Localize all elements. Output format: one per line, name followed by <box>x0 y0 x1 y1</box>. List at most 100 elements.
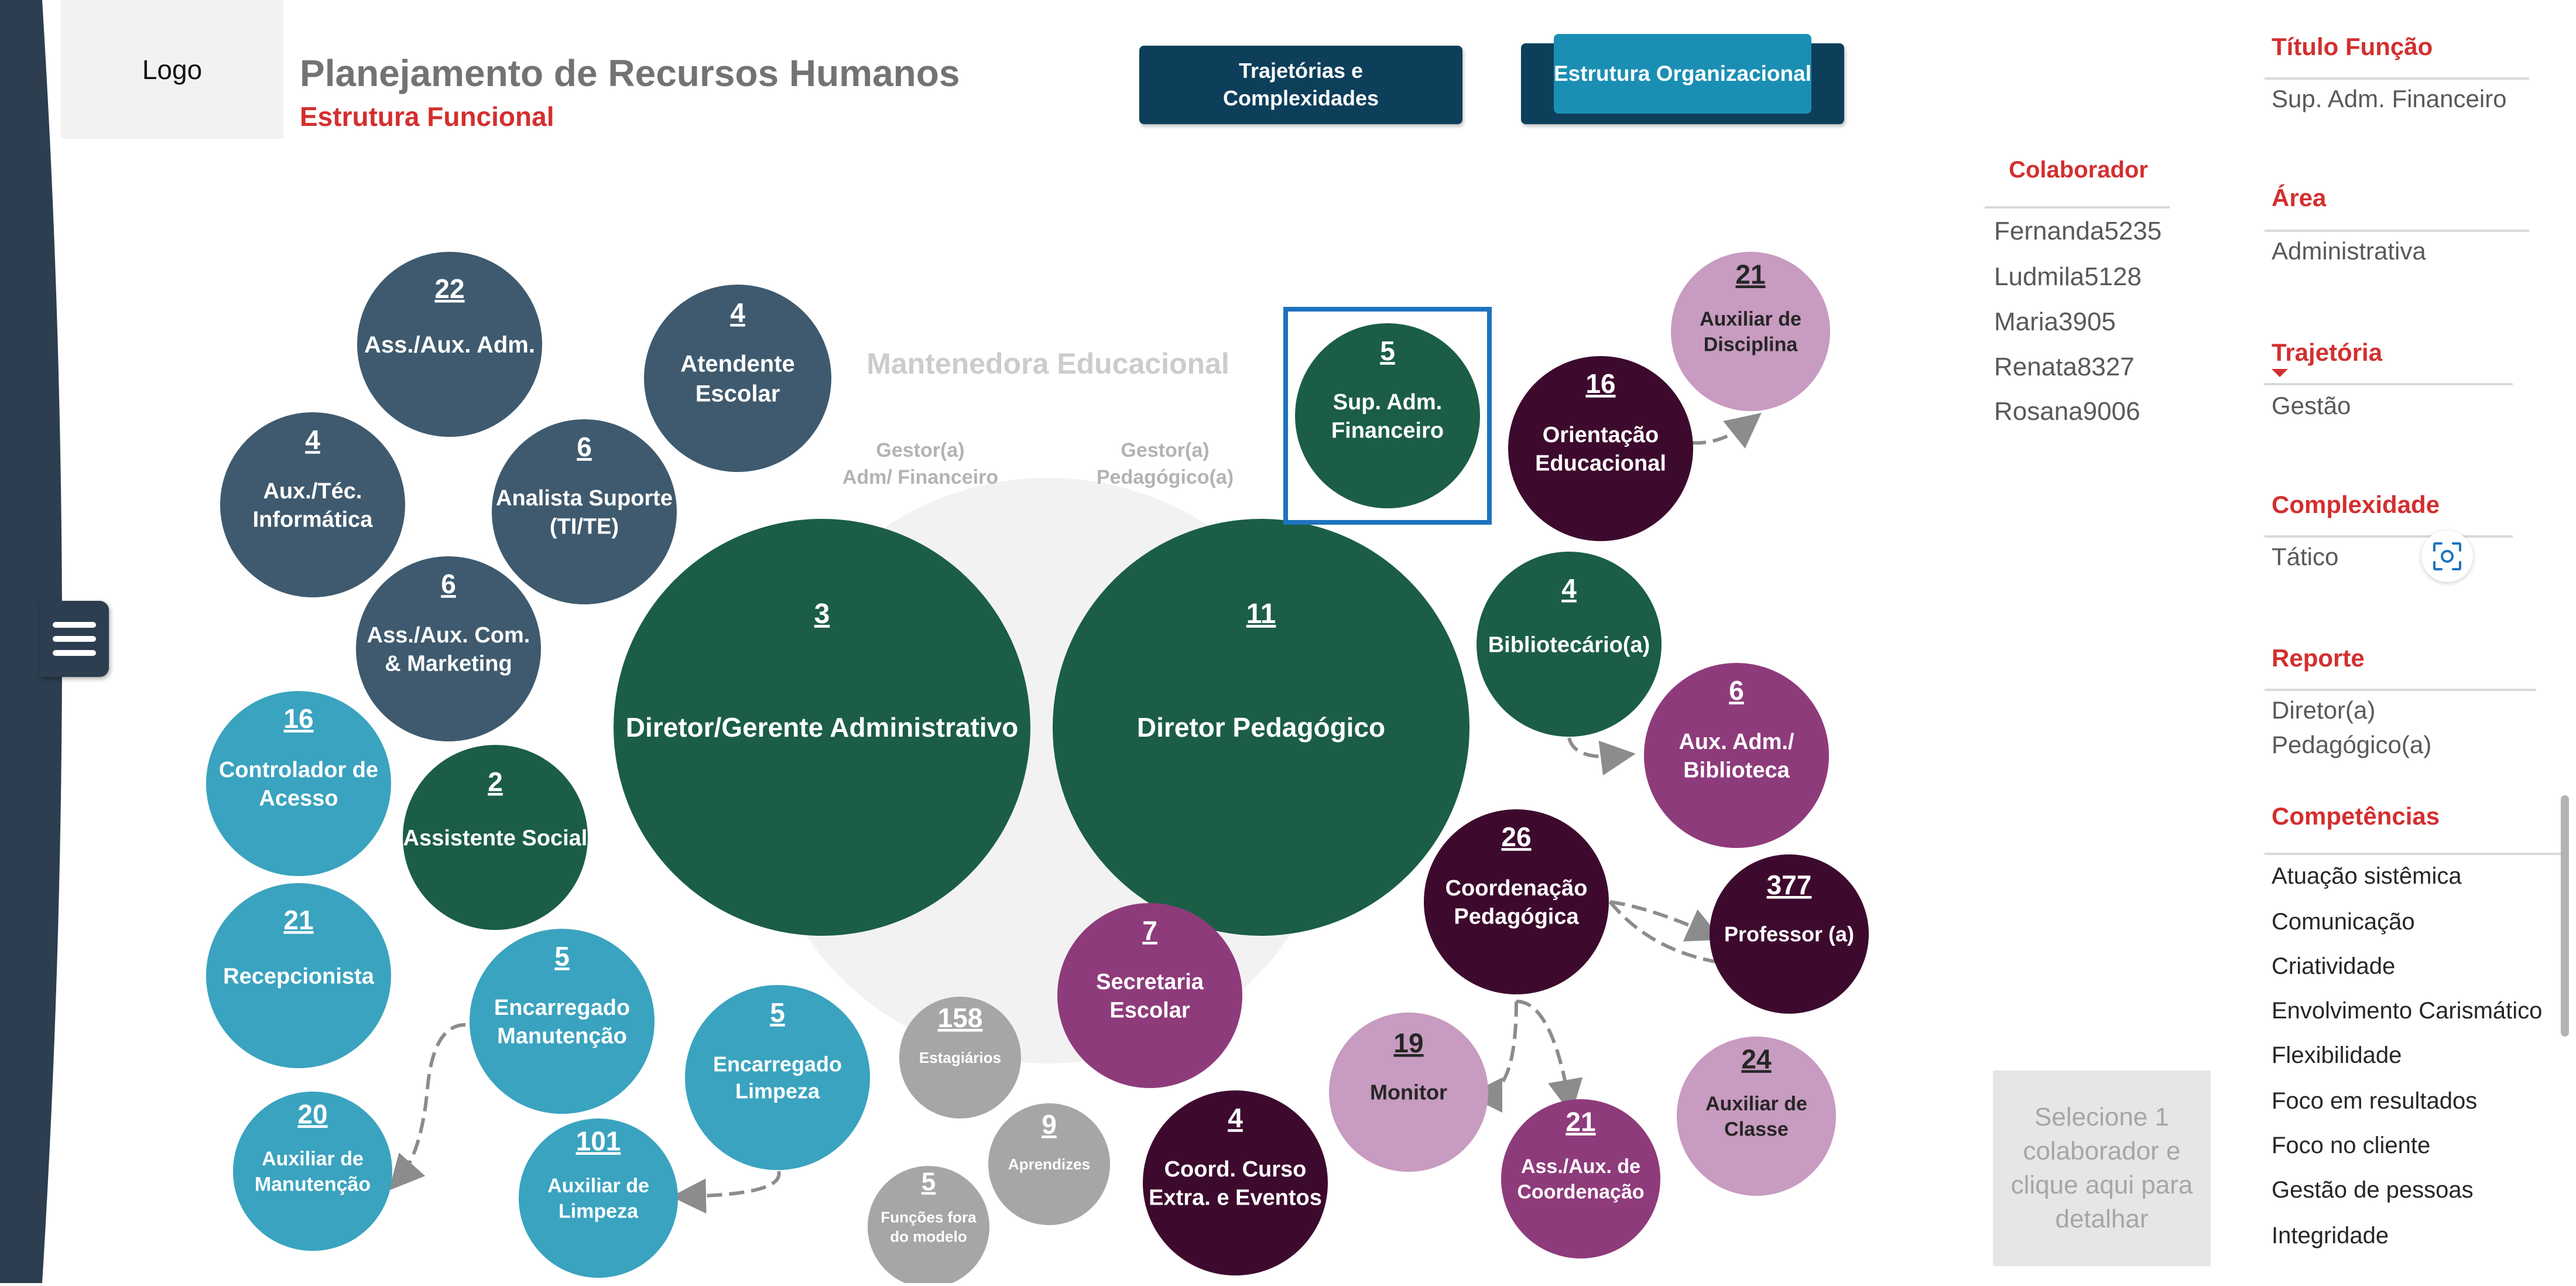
role-circle[interactable] <box>220 412 405 597</box>
role-count: 26 <box>1501 822 1531 852</box>
page-subtitle: Estrutura Funcional <box>300 101 554 132</box>
role-name: Monitor <box>1370 1080 1447 1104</box>
role-circle[interactable] <box>1508 356 1693 541</box>
area-value: Administrativa <box>2272 237 2426 265</box>
role-count: 5 <box>554 941 570 972</box>
detail-button[interactable]: Selecione 1 colaborador e clique aqui pa… <box>1993 1070 2211 1266</box>
role-circle[interactable] <box>1677 1037 1836 1196</box>
colaborador-item[interactable]: Rosana9006 <box>1994 397 2140 426</box>
role-name: Professor (a) <box>1724 922 1854 946</box>
focus-icon <box>2433 542 2461 570</box>
role-circle[interactable] <box>233 1092 392 1251</box>
role-circle[interactable] <box>614 519 1030 936</box>
colaborador-item[interactable]: Ludmila5128 <box>1994 262 2142 291</box>
role-name: Assistente Social <box>403 826 588 850</box>
role-circle[interactable] <box>403 745 588 930</box>
role-count: 22 <box>434 273 464 304</box>
role-count: 5 <box>1380 336 1395 366</box>
role-circle[interactable] <box>1057 903 1242 1088</box>
role-name: Diretor/Gerente Administrativo <box>626 712 1019 743</box>
role-circle[interactable] <box>1053 519 1469 936</box>
trajetoria-label: Trajetória <box>2272 338 2383 366</box>
role-circle[interactable] <box>1295 323 1480 508</box>
divider <box>2265 535 2513 538</box>
role-circle[interactable] <box>1501 1099 1660 1258</box>
colaborador-item[interactable]: Fernanda5235 <box>1994 217 2162 245</box>
role-name: Diretor Pedagógico <box>1137 712 1385 743</box>
role-count: 4 <box>1228 1103 1243 1133</box>
competencia-item: Comunicação <box>2272 909 2415 935</box>
role-circle[interactable] <box>1143 1090 1328 1275</box>
page-title: Planejamento de Recursos Humanos <box>300 52 960 94</box>
role-circle[interactable] <box>685 985 870 1170</box>
competencia-item: Gestão de pessoas <box>2272 1177 2474 1203</box>
menu-button[interactable] <box>40 601 109 677</box>
role-circle[interactable] <box>899 997 1021 1119</box>
trajetorias-button[interactable]: Trajetórias e Complexidades <box>1139 46 1462 124</box>
role-circle[interactable] <box>1477 552 1662 737</box>
role-circle[interactable] <box>644 285 831 472</box>
role-count: 6 <box>577 432 592 462</box>
selection-highlight <box>1283 307 1492 525</box>
role-circle[interactable] <box>470 929 655 1114</box>
role-circle[interactable] <box>988 1103 1110 1225</box>
role-circle[interactable] <box>1644 663 1829 848</box>
role-circle[interactable] <box>492 419 677 604</box>
focus-mode-button[interactable] <box>2421 531 2473 582</box>
role-circle[interactable] <box>356 556 541 741</box>
competencias-scrollbar[interactable] <box>2561 795 2569 1037</box>
competencia-item: Foco no cliente <box>2272 1133 2431 1158</box>
role-circle[interactable] <box>519 1119 678 1278</box>
role-circle[interactable] <box>206 883 391 1068</box>
role-circle[interactable] <box>1329 1013 1488 1172</box>
role-name: Sup. Adm.Financeiro <box>1331 390 1444 443</box>
role-circle[interactable] <box>868 1166 989 1283</box>
role-circle[interactable] <box>1424 809 1609 994</box>
role-count: 4 <box>730 297 745 328</box>
arrow-connector <box>1516 1000 1583 1115</box>
role-circle[interactable] <box>206 691 391 876</box>
role-count: 19 <box>1393 1028 1423 1058</box>
role-circle[interactable] <box>1671 252 1830 411</box>
colaborador-item[interactable]: Maria3905 <box>1994 307 2116 336</box>
role-circle[interactable] <box>357 252 542 437</box>
role-circle[interactable] <box>1710 854 1869 1014</box>
estrutura-button[interactable]: Estrutura Organizacional <box>1521 34 1844 124</box>
colaborador-item[interactable]: Renata8327 <box>1994 353 2135 381</box>
